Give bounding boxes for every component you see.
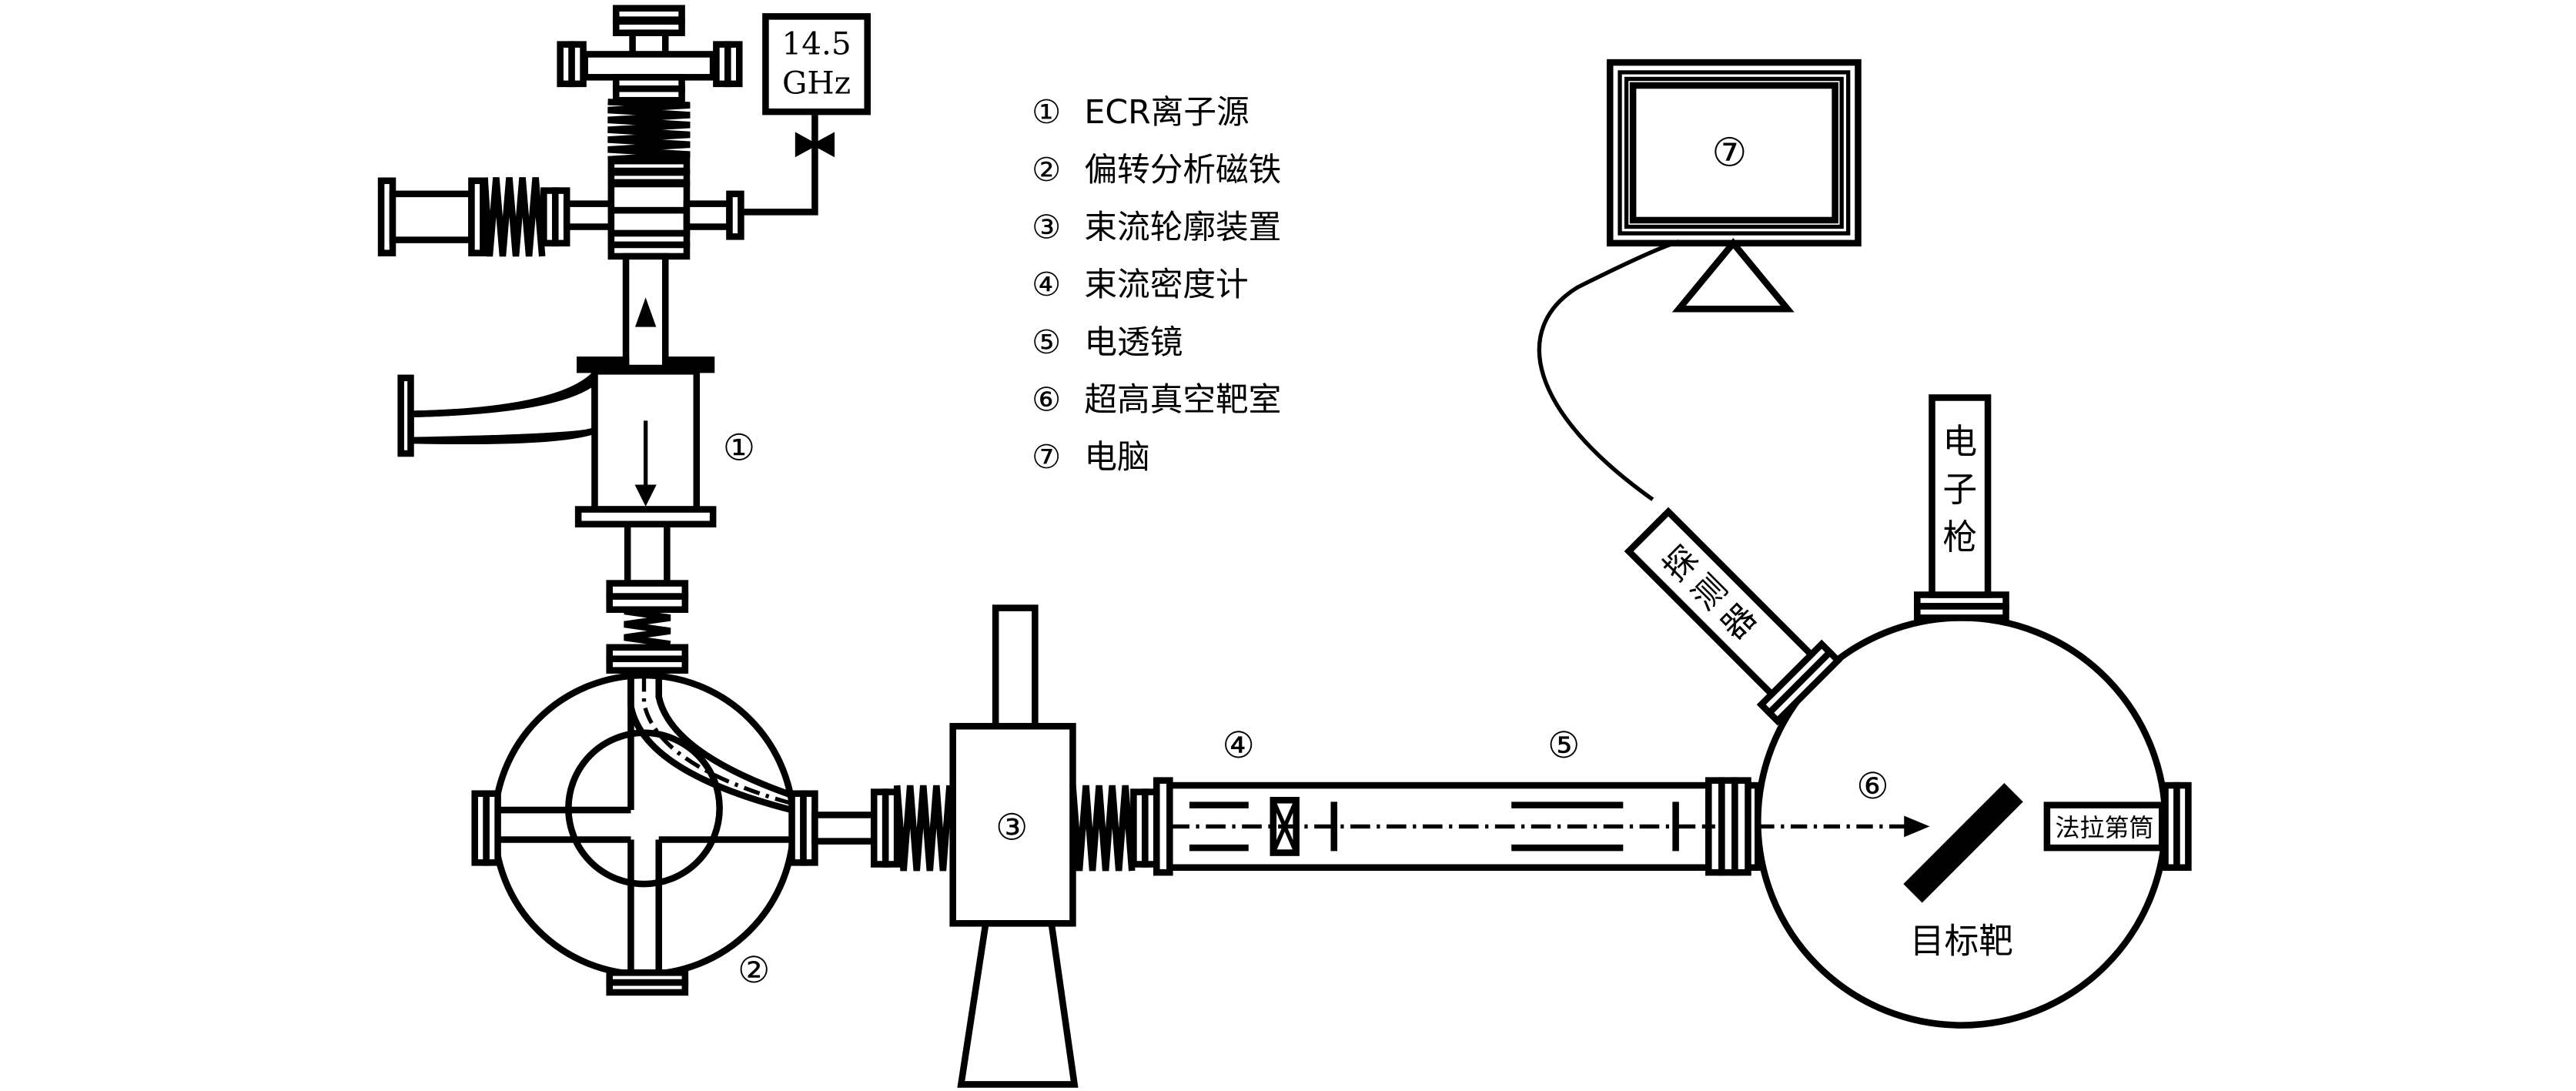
microwave-label-line1: 14.5 [781,25,851,62]
microwave-label-line2: GHz [782,65,851,102]
marker-computer: ⑦ [1712,130,1748,176]
marker-density: ④ [1223,725,1255,767]
marker-lens: ⑤ [1547,725,1580,767]
legend-num: ② [1032,151,1061,189]
electron-gun-label-2: 子 [1942,469,1977,510]
beam-profile-device [949,604,1160,1088]
legend-num: ⑦ [1032,438,1061,477]
electron-gun-label-3: 枪 [1942,517,1977,557]
marker-magnet: ② [738,949,770,992]
legend-num: ⑥ [1032,381,1061,420]
target-chamber [1537,239,2192,1029]
legend-num: ③ [1032,208,1061,246]
legend-label: 偏转分析磁铁 [1084,151,1281,189]
legend-label: 电脑 [1084,438,1149,477]
marker-chamber: ⑥ [1856,765,1889,808]
legend: ① ECR离子源 ② 偏转分析磁铁 ③ 束流轮廓装置 ④ 束流密度计 ⑤ 电透镜… [1032,93,1281,477]
electron-gun-label-1: 电 [1942,421,1977,462]
marker-profile: ③ [995,806,1028,848]
legend-label: 超高真空靶室 [1084,381,1281,420]
legend-label: 电透镜 [1084,323,1183,362]
legend-num: ① [1032,93,1061,132]
analyzing-magnet [471,671,818,996]
marker-ion-source: ① [723,427,755,470]
ecr-ion-source [377,5,871,674]
computer [1606,59,1862,313]
legend-num: ④ [1032,266,1061,304]
target-label: 目标靶 [1910,921,2013,962]
legend-label: 束流密度计 [1084,266,1248,304]
legend-num: ⑤ [1032,323,1061,362]
faraday-cup-label: 法拉第筒 [2056,813,2154,842]
beam-line-link [811,785,953,872]
legend-label: ECR离子源 [1084,93,1249,132]
beam-tube [1153,777,1725,876]
legend-label: 束流轮廓装置 [1084,208,1281,246]
